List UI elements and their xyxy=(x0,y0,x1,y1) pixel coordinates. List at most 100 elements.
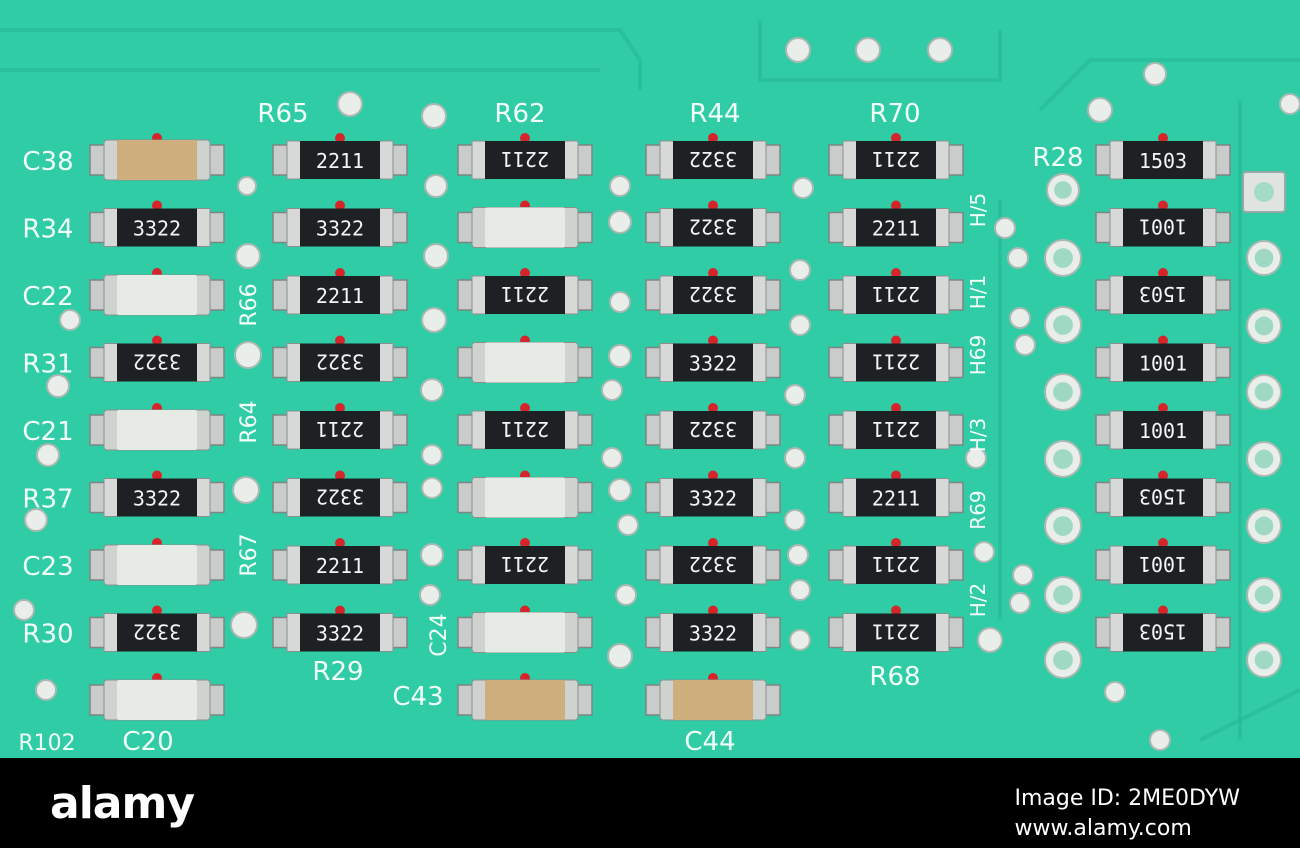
glue-dot xyxy=(891,200,901,211)
trace xyxy=(1199,688,1300,742)
silkscreen-label: R28 xyxy=(1032,143,1083,173)
resistor-code: 2211 xyxy=(501,147,549,171)
smd-capacitor xyxy=(89,673,225,721)
resistor-body xyxy=(300,546,380,584)
end-cap xyxy=(1201,545,1217,585)
via xyxy=(607,643,633,669)
glue-dot xyxy=(1158,268,1168,278)
watermark-bar: alamy Image ID: 2ME0DYW www.alamy.com xyxy=(0,758,1300,848)
resistor-body xyxy=(856,343,936,382)
smd-resistor: 3322 xyxy=(645,403,781,450)
resistor-code: 2211 xyxy=(872,282,920,306)
end-cap xyxy=(471,275,487,315)
smd-resistor: 3322 xyxy=(645,605,781,652)
smd-capacitor xyxy=(89,268,225,316)
capacitor-body xyxy=(117,680,197,720)
via xyxy=(784,447,806,469)
silkscreen-label: H/2 xyxy=(966,583,990,618)
via xyxy=(855,37,881,63)
resistor-code: 2211 xyxy=(872,147,920,171)
resistor-body xyxy=(1123,411,1203,449)
end-cap xyxy=(378,343,394,382)
end-cap xyxy=(1109,343,1125,382)
end-cap xyxy=(842,545,858,585)
resistor-code: 2211 xyxy=(872,552,920,576)
via-hole xyxy=(1254,585,1274,605)
via xyxy=(1143,62,1167,86)
end-cap xyxy=(842,208,858,247)
glue-dot xyxy=(891,403,901,413)
silkscreen-label: R34 xyxy=(22,215,73,245)
via xyxy=(420,378,444,402)
via xyxy=(601,379,623,401)
via xyxy=(608,478,632,502)
vias xyxy=(13,37,1300,751)
resistor-code: 2211 xyxy=(872,350,920,374)
end-cap xyxy=(195,613,211,652)
silkscreen-label: R70 xyxy=(869,99,920,129)
resistor-body xyxy=(300,276,380,314)
via xyxy=(792,177,814,199)
silkscreen-label: R68 xyxy=(869,662,920,692)
capacitor-body xyxy=(485,342,565,383)
glue-dot xyxy=(891,470,901,481)
end-cap xyxy=(934,545,950,585)
via-hole xyxy=(1054,181,1072,199)
resistor-body xyxy=(856,208,936,247)
glue-dot xyxy=(708,268,718,278)
resistor-body xyxy=(485,141,565,179)
end-cap xyxy=(286,275,302,315)
resistor-body xyxy=(1123,141,1203,179)
via xyxy=(927,37,953,63)
resistor-body xyxy=(673,343,753,382)
via-hole xyxy=(1254,182,1274,202)
smd-resistor: 2211 xyxy=(457,403,593,450)
smd-capacitor xyxy=(89,538,225,586)
end-cap xyxy=(103,343,119,382)
end-cap xyxy=(103,478,119,517)
resistor-code: 2211 xyxy=(316,417,364,441)
end-cap xyxy=(751,275,767,315)
end-cap xyxy=(659,613,675,652)
end-cap xyxy=(286,410,302,450)
silkscreen-label: C44 xyxy=(684,727,735,757)
end-cap xyxy=(934,208,950,247)
copper-traces xyxy=(0,20,1300,742)
end-cap xyxy=(751,478,767,517)
resistor-code: 3322 xyxy=(316,485,364,509)
resistor-body xyxy=(117,613,197,652)
via xyxy=(1012,564,1034,586)
via-hole xyxy=(1053,248,1073,268)
resistor-code: 3322 xyxy=(133,620,181,644)
glue-dot xyxy=(152,200,162,211)
resistor-body xyxy=(300,613,380,652)
smd-resistor: 1001 xyxy=(1095,538,1231,585)
resistor-code: 3322 xyxy=(689,417,737,441)
silkscreen-label: R67 xyxy=(237,533,262,576)
via xyxy=(615,584,637,606)
smd-resistor: 3322 xyxy=(272,200,408,247)
resistor-code: 3322 xyxy=(689,282,737,306)
resistor-code: 3322 xyxy=(689,622,737,646)
glue-dot xyxy=(708,200,718,211)
smd-resistor: 3322 xyxy=(89,200,225,247)
glue-dot xyxy=(520,268,530,278)
via xyxy=(787,544,809,566)
image-id: Image ID: 2ME0DYW xyxy=(1014,786,1240,811)
resistor-code: 3322 xyxy=(689,147,737,171)
end-cap xyxy=(195,343,211,382)
end-cap xyxy=(751,613,767,652)
resistor-code: 1001 xyxy=(1139,352,1187,376)
smd-resistor: 3322 xyxy=(272,470,408,517)
resistor-body xyxy=(117,478,197,517)
smd-resistor: 2211 xyxy=(828,470,964,517)
smd-resistor: 3322 xyxy=(645,470,781,517)
via xyxy=(601,447,623,469)
smd-resistor: 2211 xyxy=(457,133,593,180)
resistor-code: 2211 xyxy=(316,284,364,308)
end-cap xyxy=(563,545,579,585)
site-url: www.alamy.com xyxy=(1014,815,1192,841)
resistor-body xyxy=(117,208,197,247)
end-cap xyxy=(378,545,394,585)
end-cap xyxy=(1109,545,1125,585)
